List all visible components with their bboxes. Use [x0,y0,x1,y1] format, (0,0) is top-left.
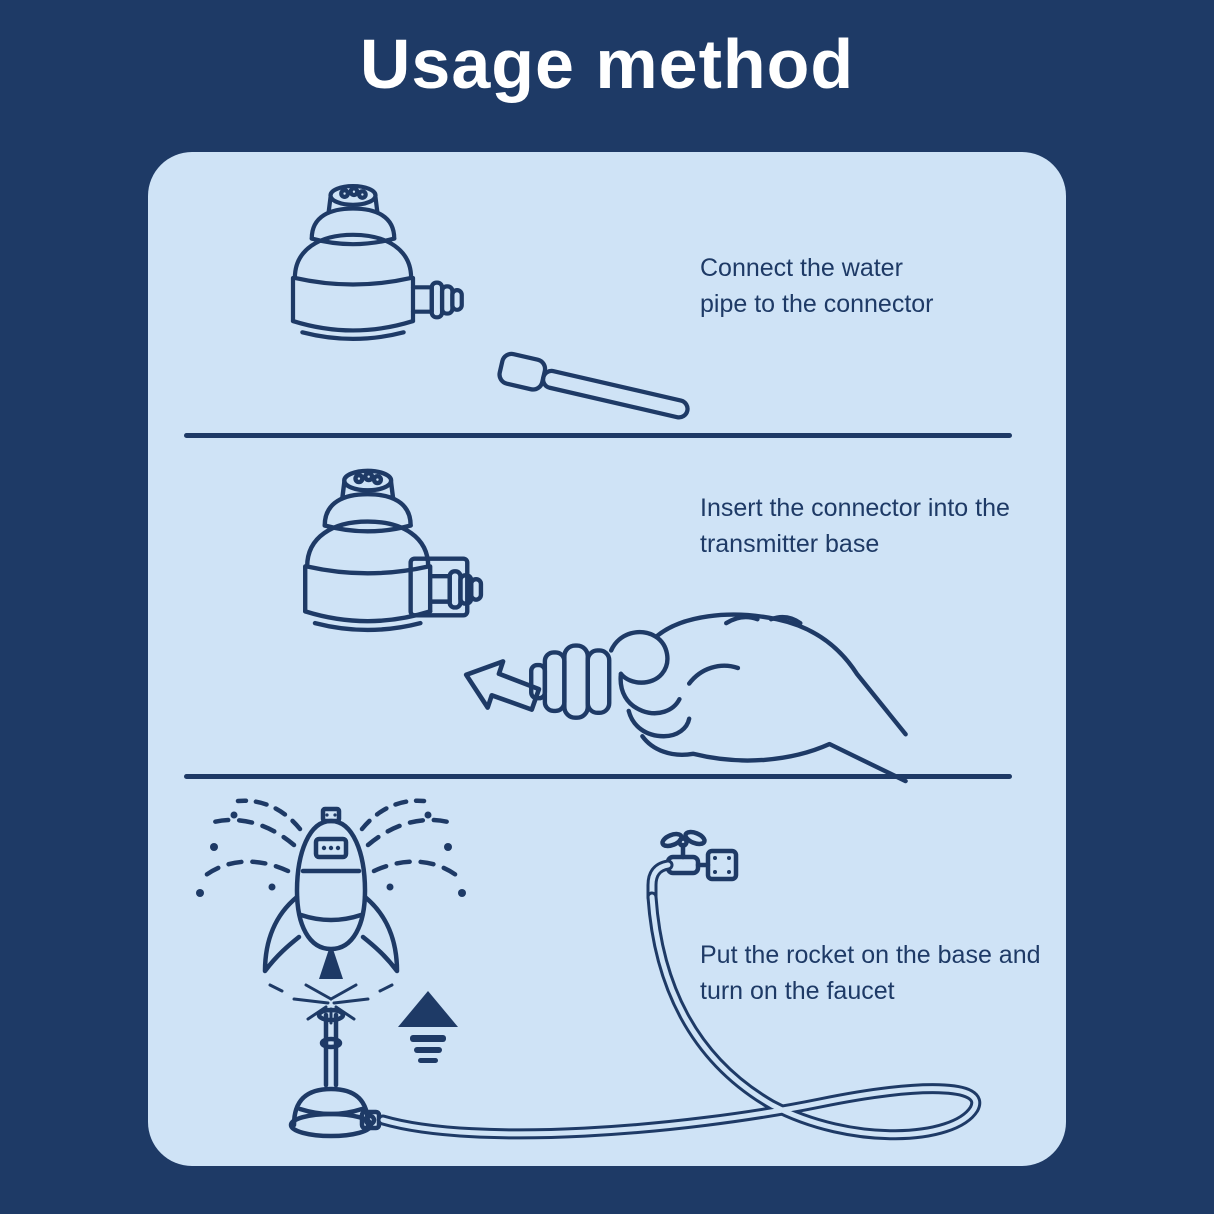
step-3-caption: Put the rocket on the base and turn on t… [700,937,1041,1010]
rocket-sprinkler-icon [262,806,400,979]
launch-arrow-icon [398,991,458,1063]
water-spray-icon [196,798,466,897]
caption-line: Connect the water [700,254,903,282]
water-pipe-icon [497,351,690,420]
faucet-icon [646,829,739,903]
sprinkler-base-icon [288,1007,382,1139]
step-2-caption: Insert the connector into the transmitte… [700,490,1010,563]
rocket-scene [196,798,982,1141]
step-divider [184,433,1012,438]
step-connect-pipe: Connect the water pipe to the connector [148,152,1066,435]
transmitter-base-icon [258,463,493,668]
splash-icon [268,983,394,1025]
step-1-caption: Connect the water pipe to the connector [700,250,934,323]
caption-line: pipe to the connector [700,290,934,319]
step-insert-connector: Insert the connector into the transmitte… [148,438,1066,784]
step-divider [184,774,1012,779]
caption-line: Insert the connector into the [700,494,1010,522]
instructions-panel: Connect the water pipe to the connector [148,152,1066,1166]
caption-line: Put the rocket on the base and [700,941,1041,969]
transmitter-base-icon [248,177,473,377]
connector-port [408,556,470,618]
page-title: Usage method [359,25,855,103]
caption-line: transmitter base [700,530,880,559]
hose-icon [377,891,982,1141]
caption-line: turn on the faucet [700,977,895,1006]
hand-with-connector-icon [529,612,908,784]
step-launch-rocket: Put the rocket on the base and turn on t… [148,779,1066,1166]
